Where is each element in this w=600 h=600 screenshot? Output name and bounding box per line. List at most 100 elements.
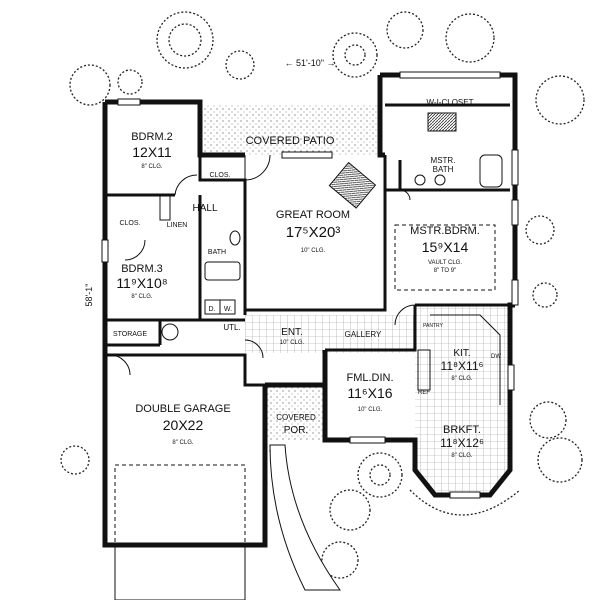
kit-label: KIT. <box>453 348 470 359</box>
bdrm2-label: BDRM.2 <box>131 131 173 143</box>
mstr-bdrm-size: 15⁹X14 <box>422 239 469 255</box>
covered-porch-area <box>265 385 325 440</box>
tree <box>532 282 558 308</box>
bdrm3-size: 11⁹X10⁸ <box>116 275 167 291</box>
bdrm2-door[interactable] <box>174 174 198 196</box>
doors <box>109 154 416 376</box>
bdrm2-size: 12X11 <box>132 144 172 160</box>
tree <box>357 452 403 498</box>
tree <box>386 11 424 49</box>
great-room-label: GREAT ROOM <box>276 209 350 221</box>
brkft-clg: 8" CLG. <box>451 453 472 459</box>
fml-din-clg: 10" CLG. <box>358 407 383 413</box>
garage-side-door[interactable] <box>109 354 131 376</box>
mstr-bdrm-label: MSTR.BDRM. <box>410 225 480 237</box>
linen-label: LINEN <box>167 222 188 229</box>
bathtub <box>204 261 241 281</box>
clos-label: CLOS. <box>119 220 140 227</box>
patio-door[interactable] <box>244 154 271 181</box>
storage-label: STORAGE <box>113 331 147 338</box>
garage-size: 20X22 <box>163 417 204 433</box>
walkway <box>269 444 341 591</box>
tree <box>117 69 143 95</box>
tree <box>529 401 567 439</box>
kitchen-door[interactable] <box>394 304 416 326</box>
gallery-floor <box>245 315 415 353</box>
garage-label: DOUBLE GARAGE <box>135 403 230 415</box>
tree <box>69 64 111 106</box>
bdrm3-door[interactable] <box>124 239 146 261</box>
kitchen-floor <box>415 305 510 495</box>
mstr-bath-label: MSTR. <box>431 156 456 165</box>
fml-din-size: 11⁶X16 <box>347 385 392 401</box>
fireplace <box>328 161 377 209</box>
bath-label: BATH <box>208 249 226 256</box>
covered-patio-area <box>200 105 380 155</box>
ent-clg: 10" CLG. <box>280 340 305 346</box>
tree <box>369 464 391 486</box>
wi-closet-label: W-I-CLOSET <box>427 98 474 107</box>
clos-label: CLOS. <box>209 172 230 179</box>
width-dimension: ← 51'-10" → <box>285 58 336 68</box>
tree <box>321 541 359 579</box>
tree <box>332 32 378 78</box>
garage-clg: 8" CLG. <box>172 440 193 446</box>
tree <box>156 11 214 69</box>
bdrm2-clg: 8" CLG. <box>141 164 162 170</box>
washer <box>219 299 236 315</box>
covered-por-label-2: POR. <box>284 425 308 436</box>
entry-door[interactable] <box>244 339 264 359</box>
landscaping <box>60 11 585 581</box>
dw-label: DW <box>491 354 501 360</box>
kit-size: 11⁸X11⁶ <box>441 359 484 373</box>
covered-patio-label: COVERED PATIO <box>246 135 335 147</box>
garage-door-outline <box>114 464 246 546</box>
tree <box>525 215 555 245</box>
driveway <box>114 544 246 600</box>
tree <box>537 437 583 483</box>
great-room-size: 17⁵X20³ <box>286 224 341 241</box>
covered-por-label: COVERED <box>276 413 316 422</box>
vault-outline <box>394 224 496 291</box>
kit-clg: 8" CLG. <box>451 376 472 382</box>
water-heater <box>161 323 179 341</box>
sink <box>414 174 426 186</box>
great-room-clg: 10" CLG. <box>301 248 326 254</box>
kitchen-counter <box>430 314 501 405</box>
tree <box>60 445 90 475</box>
tree <box>225 50 255 80</box>
tree <box>445 13 495 63</box>
mstr-bdrm-clg: VAULT CLG. <box>428 260 462 266</box>
dryer-label: D. <box>209 306 216 313</box>
hall-label: HALL <box>192 203 217 214</box>
bdrm3-clg: 8" CLG. <box>131 294 152 300</box>
tree <box>329 489 371 531</box>
pantry-label: PANTRY <box>423 323 443 329</box>
fml-din-label: FML.DIN. <box>346 372 393 384</box>
ent-label: ENT. <box>281 327 303 338</box>
bdrm3-label: BDRM.3 <box>121 263 163 275</box>
mstr-bath-label-2: BATH <box>433 165 454 174</box>
kitchen-island <box>417 349 431 391</box>
washer-label: W. <box>224 306 232 313</box>
bath-door[interactable] <box>399 189 411 201</box>
sink <box>434 174 446 186</box>
ref-label: REF <box>418 390 430 396</box>
interior-walls <box>105 103 510 387</box>
closet-shelf <box>427 112 457 132</box>
brkft-size: 11⁸X12⁶ <box>440 436 484 450</box>
gallery-label: GALLERY <box>345 330 382 339</box>
brkft-label: BRKFT. <box>443 424 481 436</box>
depth-dimension: 58'-1" <box>84 284 94 307</box>
toilet <box>229 230 241 246</box>
tree <box>168 23 202 57</box>
mstr-bdrm-clg-2: 8" TO 9" <box>434 268 456 274</box>
windows <box>101 71 519 499</box>
bathtub <box>479 154 503 188</box>
fixtures <box>114 112 503 546</box>
tree <box>344 44 366 66</box>
utl-label: UTL. <box>223 323 240 332</box>
tree <box>535 75 585 125</box>
room-labels: BDRM.2 12X11 8" CLG. COVERED PATIO CLOS.… <box>113 98 501 459</box>
